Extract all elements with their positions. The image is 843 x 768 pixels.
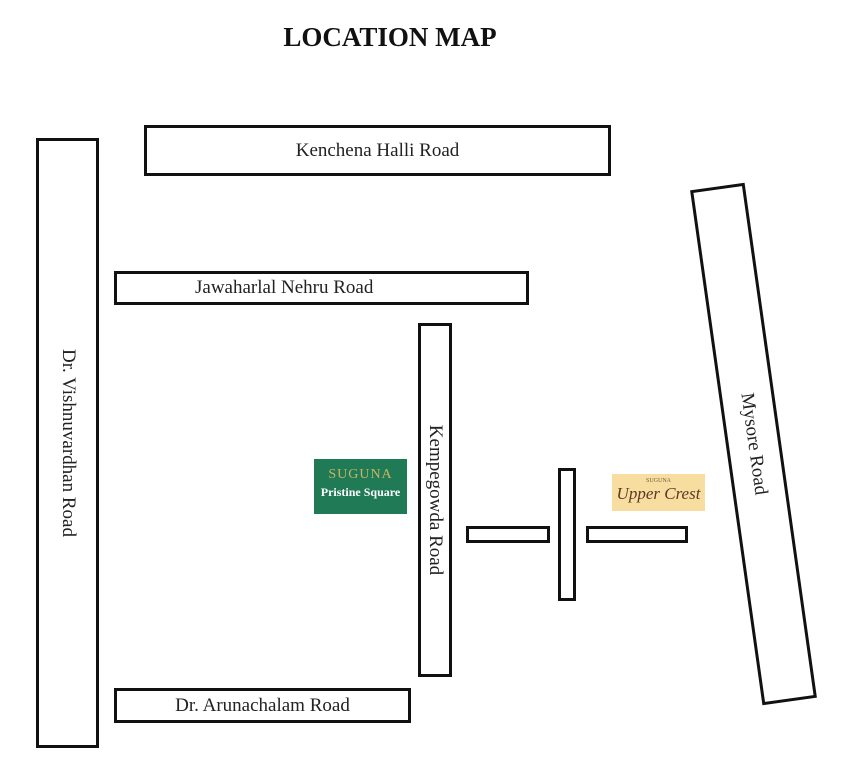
road-label: Jawaharlal Nehru Road <box>195 277 374 298</box>
road-label: Kempegowda Road <box>425 424 447 576</box>
road-jawaharlal-nehru: Jawaharlal Nehru Road <box>114 271 529 305</box>
road-label: Mysore Road <box>736 391 772 497</box>
road-kempegowda: Kempegowda Road <box>418 323 452 677</box>
logo-name: Pristine Square <box>320 485 401 499</box>
logo-name: Upper Crest <box>616 484 701 503</box>
road-kenchena-halli: Kenchena Halli Road <box>144 125 611 176</box>
road-vishnuvardhan: Dr. Vishnuvardhan Road <box>36 138 99 748</box>
road-segment-vertical <box>558 468 576 601</box>
logo-brand: SUGUNA <box>645 478 671 484</box>
pristine-square-logo: SUGUNA Pristine Square <box>314 459 407 514</box>
road-arunachalam: Dr. Arunachalam Road <box>114 688 411 723</box>
road-segment-left <box>466 526 550 543</box>
road-label: Dr. Arunachalam Road <box>175 694 350 716</box>
map-title: LOCATION MAP <box>283 22 497 52</box>
road-label: Dr. Vishnuvardhan Road <box>57 349 79 537</box>
road-mysore: Mysore Road <box>690 182 817 706</box>
logo-brand: SUGUNA <box>328 467 393 482</box>
road-label: Kenchena Halli Road <box>295 139 460 161</box>
upper-crest-logo: SUGUNA Upper Crest <box>612 474 705 511</box>
road-segment-right <box>586 526 688 543</box>
